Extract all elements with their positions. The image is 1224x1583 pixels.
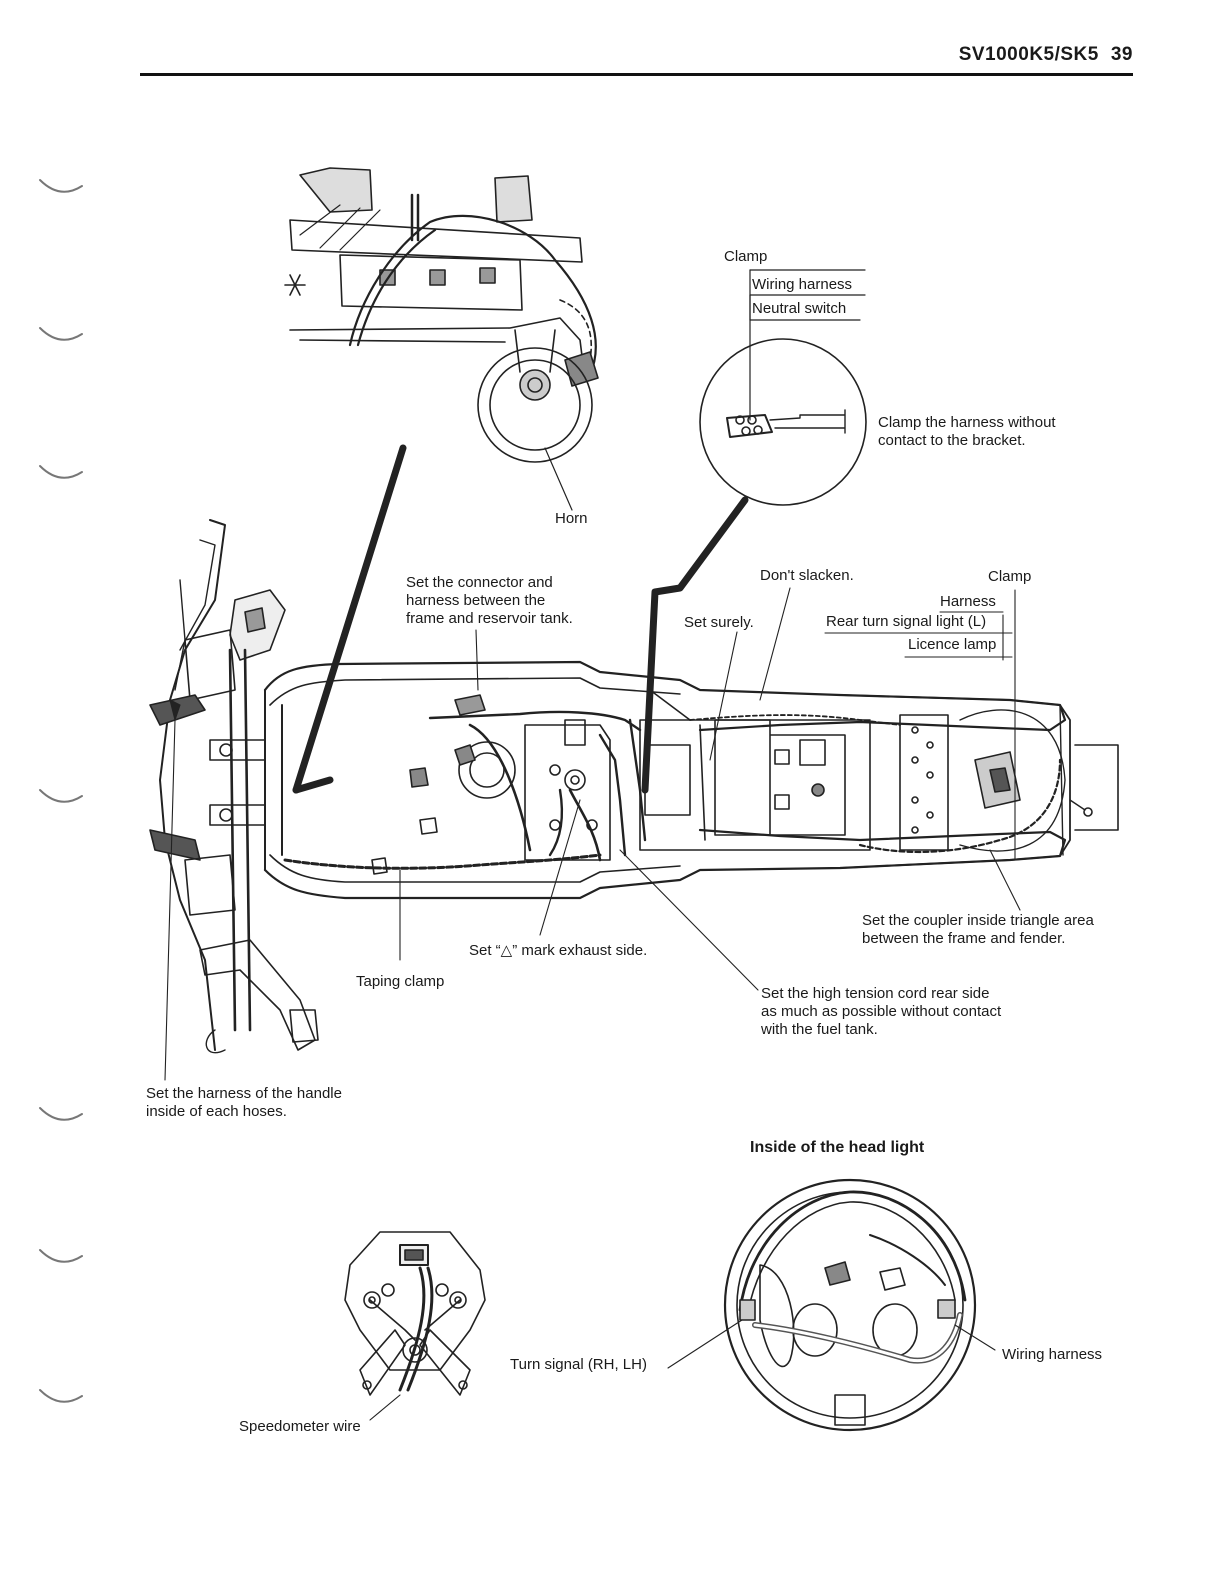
label-rear-turn-signal: Rear turn signal light (L) — [826, 613, 987, 630]
label-set-triangle-mark: Set “△” mark exhaust side. — [469, 942, 648, 959]
label-clamp-without-contact: Clamp the harness without contact to the… — [878, 414, 1056, 449]
label-inside-head-light: Inside of the head light — [750, 1139, 925, 1156]
label-set-connector: Set the connector and harness between th… — [406, 574, 573, 627]
horn-detail — [284, 167, 599, 511]
horn-pointer-arrow — [292, 444, 407, 794]
binder-marks — [39, 179, 83, 1403]
head-light-detail — [667, 1178, 996, 1432]
label-set-surely: Set surely. — [684, 614, 754, 631]
leader-lines — [164, 587, 1021, 1081]
header-page-number: 39 — [1110, 44, 1133, 65]
label-clamp-right: Clamp — [988, 568, 1032, 585]
page-header: SV1000K5/SK5 39 — [140, 40, 1133, 76]
label-licence-lamp: Licence lamp — [908, 636, 997, 653]
motorcycle-frame — [149, 519, 1119, 1054]
label-dont-slacken: Don't slacken. — [760, 567, 854, 584]
label-wiring-harness-bottom: Wiring harness — [1002, 1346, 1103, 1363]
label-wiring-harness-top: Wiring harness — [752, 276, 853, 293]
label-neutral-switch: Neutral switch — [752, 300, 847, 317]
label-set-high-tension: Set the high tension cord rear side as m… — [761, 985, 1002, 1038]
label-speedometer-wire: Speedometer wire — [239, 1418, 361, 1435]
header-model: SV1000K5/SK5 — [958, 44, 1099, 65]
label-horn: Horn — [555, 510, 588, 527]
label-set-coupler: Set the coupler inside triangle area bet… — [862, 912, 1094, 947]
speedometer-detail — [344, 1231, 486, 1421]
label-harness: Harness — [940, 593, 996, 610]
label-clamp-top: Clamp — [724, 248, 768, 265]
label-turn-signal: Turn signal (RH, LH) — [510, 1356, 647, 1373]
header-rule — [140, 73, 1133, 76]
label-set-harness-handle: Set the harness of the handle inside of … — [146, 1085, 342, 1120]
header-text: SV1000K5/SK5 39 — [959, 44, 1133, 66]
label-taping-clamp: Taping clamp — [356, 973, 445, 990]
